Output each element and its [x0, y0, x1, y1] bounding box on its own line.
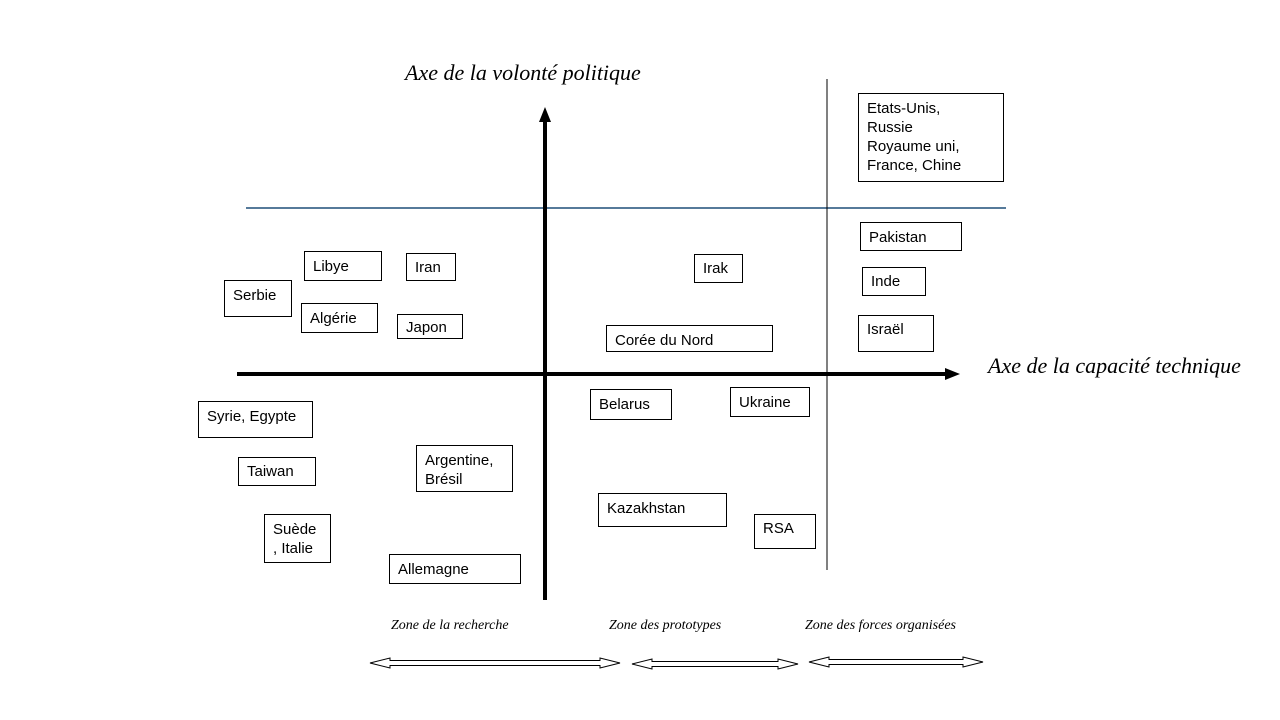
country-box-allemagne: Allemagne [389, 554, 521, 584]
country-box-pakistan: Pakistan [860, 222, 962, 251]
horizontal-axis-arrowhead [945, 368, 960, 380]
country-box-iran: Iran [406, 253, 456, 281]
country-box-rsa: RSA [754, 514, 816, 549]
vertical-axis-title: Axe de la volonté politique [405, 60, 641, 85]
vertical-axis-arrowhead [539, 107, 551, 122]
zone-research-double-arrow [369, 657, 621, 669]
country-box-coree-du-nord: Corée du Nord [606, 325, 773, 352]
country-box-irak: Irak [694, 254, 743, 283]
zone-organized-forces-double-arrow [808, 656, 984, 668]
country-box-japon: Japon [397, 314, 463, 339]
country-box-inde: Inde [862, 267, 926, 296]
country-box-argentine-bresil: Argentine, Brésil [416, 445, 513, 492]
country-box-serbie: Serbie [224, 280, 292, 317]
zone-organized-forces-label: Zone des forces organisées [805, 618, 956, 633]
country-box-syrie-egypte: Syrie, Egypte [198, 401, 313, 438]
country-box-nuclear-powers: Etats-Unis, Russie Royaume uni, France, … [858, 93, 1004, 182]
horizontal-axis-title: Axe de la capacité technique [988, 353, 1241, 378]
zone-prototypes-double-arrow [631, 658, 799, 670]
country-box-kazakhstan: Kazakhstan [598, 493, 727, 527]
country-box-taiwan: Taiwan [238, 457, 316, 486]
country-box-algerie: Algérie [301, 303, 378, 333]
country-box-suede-italie: Suède , Italie [264, 514, 331, 563]
country-box-belarus: Belarus [590, 389, 672, 420]
zone-research-label: Zone de la recherche [391, 618, 509, 633]
zone-prototypes-label: Zone des prototypes [609, 618, 722, 633]
country-box-ukraine: Ukraine [730, 387, 810, 417]
country-box-israel: Israël [858, 315, 934, 352]
country-box-libye: Libye [304, 251, 382, 281]
